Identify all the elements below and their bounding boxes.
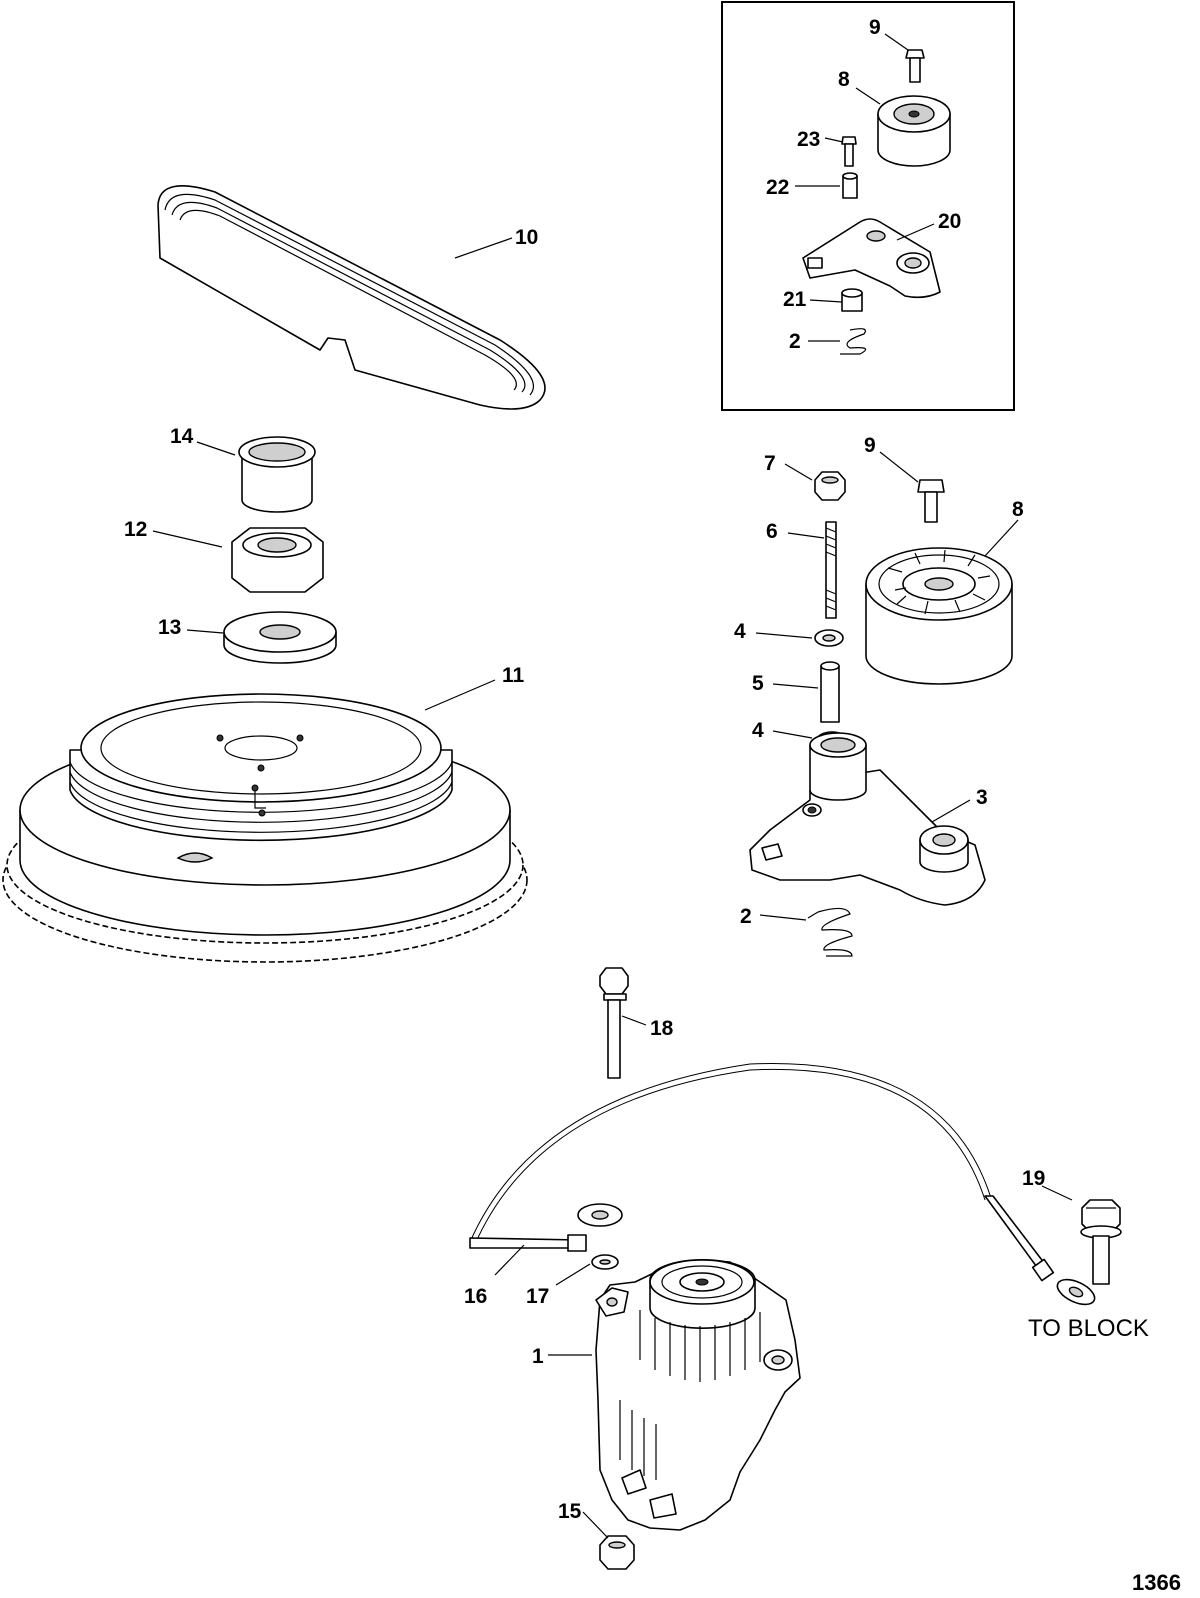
callout-11: 11 xyxy=(502,664,525,687)
inset-tensioner-arm-20 xyxy=(802,218,941,299)
washer-4-upper xyxy=(814,629,844,647)
callout-12: 12 xyxy=(124,518,147,541)
callout-18: 18 xyxy=(650,1017,674,1040)
nut-15 xyxy=(599,1535,635,1570)
callout-9: 9 xyxy=(864,434,876,457)
callout-8: 8 xyxy=(1012,498,1024,521)
spacer-14 xyxy=(238,436,316,513)
callout-5: 5 xyxy=(752,672,764,695)
inset-idler-pulley-8 xyxy=(877,95,951,167)
callout-9-inset: 9 xyxy=(869,16,881,39)
idler-pulley-8 xyxy=(865,547,1013,685)
callout-8-inset: 8 xyxy=(838,68,850,91)
callout-4-bottom: 4 xyxy=(752,719,764,742)
callout-19: 19 xyxy=(1022,1167,1045,1190)
inset-bolt-9 xyxy=(905,49,925,83)
callout-17: 17 xyxy=(526,1285,549,1308)
washer-17 xyxy=(591,1254,619,1270)
callout-21: 21 xyxy=(783,288,807,311)
washer-13 xyxy=(223,611,337,664)
serpentine-belt-10 xyxy=(157,185,546,410)
inset-bolt-23 xyxy=(841,136,857,167)
nut-7 xyxy=(814,471,846,501)
to-block-note: TO BLOCK xyxy=(1028,1315,1149,1342)
callout-16: 16 xyxy=(464,1285,487,1308)
callout-10: 10 xyxy=(515,226,538,249)
callout-4-top: 4 xyxy=(734,620,746,643)
callout-20: 20 xyxy=(938,210,961,233)
figure-number: 1366 xyxy=(1132,1570,1181,1595)
bolt-19 xyxy=(1080,1199,1122,1285)
callout-6: 6 xyxy=(766,520,778,543)
stud-6 xyxy=(825,521,837,619)
callout-3: 3 xyxy=(976,786,988,809)
alternator-1 xyxy=(595,1259,801,1531)
callout-7: 7 xyxy=(764,452,776,475)
callout-1: 1 xyxy=(532,1345,544,1368)
spacer-5 xyxy=(820,661,840,723)
callout-23: 23 xyxy=(797,128,820,151)
callout-14: 14 xyxy=(170,425,194,448)
inset-bushing-22 xyxy=(842,172,858,199)
inset-spring-2 xyxy=(840,328,867,355)
inset-frame xyxy=(721,1,1015,411)
callout-2: 2 xyxy=(740,905,752,928)
ground-wire xyxy=(469,1062,1096,1306)
tensioner-arm-3 xyxy=(749,732,986,906)
callout-2-inset: 2 xyxy=(789,330,801,353)
hex-nut-12 xyxy=(231,527,324,593)
crankshaft-pulley-flywheel-11 xyxy=(2,693,528,963)
callout-22: 22 xyxy=(766,176,789,199)
bolt-9 xyxy=(917,479,945,523)
inset-bushing-21 xyxy=(841,288,863,312)
callout-15: 15 xyxy=(558,1500,582,1523)
spring-2 xyxy=(807,907,853,957)
leader-lines xyxy=(152,33,1073,1539)
bolt-18 xyxy=(599,967,629,1079)
callout-13: 13 xyxy=(158,616,181,639)
callout-labels: 9 8 23 22 20 21 2 10 14 12 13 11 7 9 8 6… xyxy=(124,16,1045,1523)
